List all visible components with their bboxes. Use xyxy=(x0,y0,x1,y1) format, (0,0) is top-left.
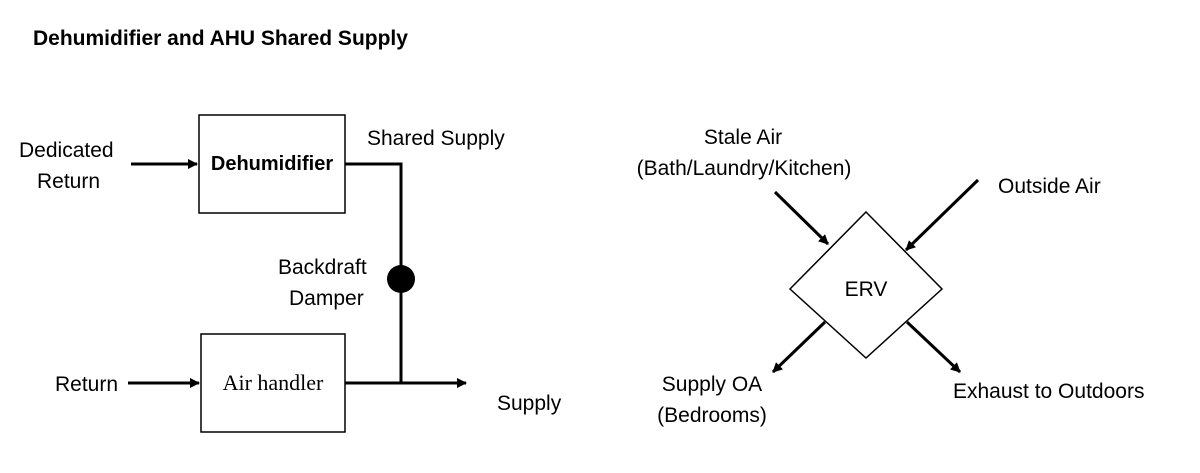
erv-label: ERV xyxy=(845,278,888,301)
backdraft-damper-icon xyxy=(387,265,415,293)
supply-label: Supply xyxy=(497,392,562,415)
dedicated-return-label-line2: Return xyxy=(37,170,100,193)
outside-air-label: Outside Air xyxy=(998,175,1101,198)
diagram-title: Dehumidifier and AHU Shared Supply xyxy=(33,27,408,50)
air-handler-box xyxy=(200,333,346,433)
outside-air-arrow xyxy=(904,178,980,252)
exhaust-label: Exhaust to Outdoors xyxy=(953,380,1144,403)
dehumidifier-box xyxy=(198,114,346,214)
stale-air-label-line2: (Bath/Laundry/Kitchen) xyxy=(637,157,852,180)
supply-oa-label-line2: (Bedrooms) xyxy=(657,404,767,427)
stale-air-arrow xyxy=(773,190,830,246)
supply-oa-arrow xyxy=(771,320,827,374)
exhaust-arrow xyxy=(905,320,962,374)
air-handler-label: Air handler xyxy=(223,370,324,395)
dehumidifier-label: Dehumidifier xyxy=(211,153,333,175)
backdraft-damper-label-line2: Damper xyxy=(289,287,364,310)
backdraft-damper-label-line1: Backdraft xyxy=(278,256,367,279)
dedicated-return-label-line1: Dedicated xyxy=(19,139,114,162)
stale-air-label-line1: Stale Air xyxy=(704,126,782,149)
shared-supply-duct xyxy=(345,162,403,383)
return-label: Return xyxy=(55,373,118,396)
erv-box xyxy=(788,210,944,360)
shared-supply-label: Shared Supply xyxy=(367,127,505,150)
supply-oa-label-line1: Supply OA xyxy=(662,373,762,396)
